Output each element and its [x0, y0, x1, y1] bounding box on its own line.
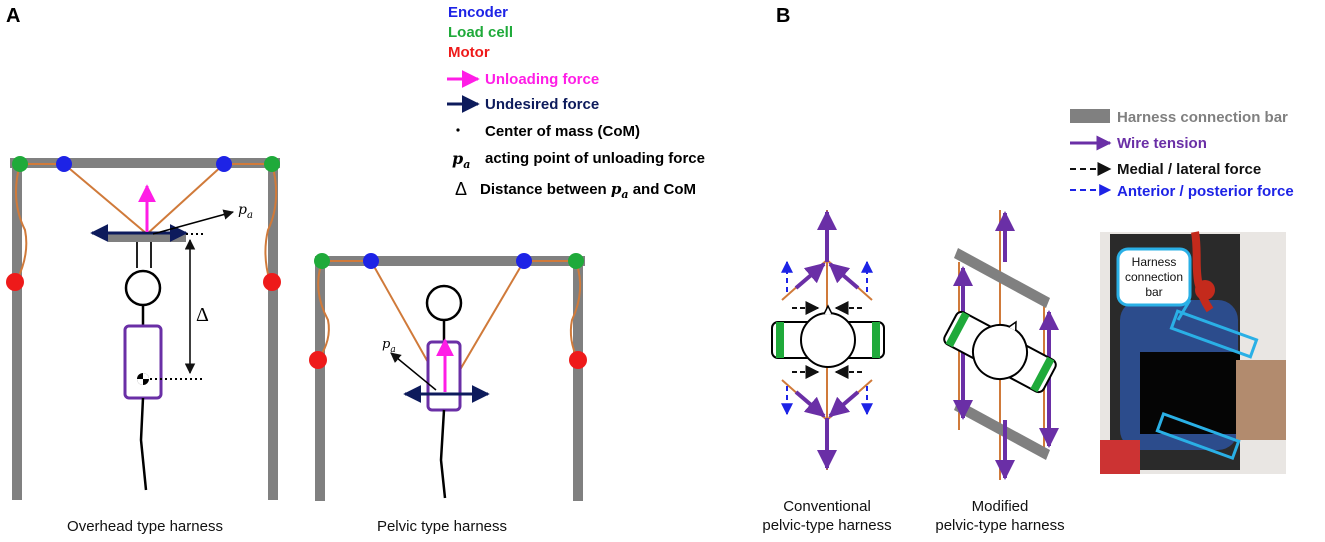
- photo-lower-bar-outline: [1155, 411, 1241, 461]
- overhead-load-cell-left: [12, 156, 28, 172]
- pelvic-pa-label: pa: [382, 337, 396, 355]
- pelvic-encoder-left: [363, 253, 379, 269]
- caption-overhead: Overhead type harness: [67, 518, 223, 535]
- caption-conventional-l2: pelvic-type harness: [762, 517, 891, 534]
- pelvic-left-post: [315, 258, 325, 501]
- overhead-person-head: [124, 269, 162, 307]
- pelvic-right-post: [573, 258, 583, 501]
- panel-a-label: A: [6, 5, 20, 27]
- pelvic-load-cell-left: [314, 253, 330, 269]
- overhead-top-bar: [10, 158, 280, 168]
- pelvic-motor-right: [569, 351, 587, 369]
- legend-acting-point: acting point of unloading force: [485, 150, 705, 167]
- pelvic-top-bar: [315, 256, 585, 266]
- caption-modified-l2: pelvic-type harness: [935, 517, 1064, 534]
- legend-harness-bar: Harness connection bar: [1117, 109, 1288, 126]
- overhead-right-rope: [264, 163, 278, 283]
- panel-b-label: B: [776, 5, 790, 27]
- photo-redacted-block: [1140, 352, 1240, 434]
- overhead-pa-label: pa: [238, 202, 253, 221]
- legend-wire-tension: Wire tension: [1117, 135, 1207, 152]
- legend-pa-symbol: pa: [452, 149, 470, 171]
- overhead-load-cell-right: [264, 156, 280, 172]
- overhead-encoder-left: [56, 156, 72, 172]
- overhead-pa-pointer: [152, 209, 235, 235]
- pelvic-encoder-right: [516, 253, 532, 269]
- legend-load-cell: Load cell: [448, 24, 513, 41]
- legend-delta-symbol: Δ: [455, 179, 467, 199]
- conventional-harness-diagram: [771, 210, 885, 470]
- overhead-rope-b: [146, 163, 225, 235]
- legend-anterior-posterior: Anterior / posterior force: [1117, 183, 1294, 200]
- legend-medial-lateral: Medial / lateral force: [1117, 161, 1261, 178]
- pelvic-load-cell-right: [568, 253, 584, 269]
- caption-conventional-l1: Conventional: [783, 498, 871, 515]
- overhead-motor-right: [263, 273, 281, 291]
- pelvic-pa-pointer: [390, 352, 437, 391]
- legend-com: Center of mass (CoM): [485, 123, 640, 140]
- overhead-right-post: [268, 160, 278, 500]
- photo-callout-l1: Harness: [1132, 255, 1177, 269]
- photo-callout-l3: bar: [1145, 285, 1162, 299]
- pelvic-motor-left: [309, 351, 327, 369]
- photo-callout-box: [1116, 247, 1192, 307]
- legend-bar-swatch: [1070, 109, 1110, 123]
- pelvic-person-head: [425, 284, 463, 322]
- modified-harness-diagram: [943, 210, 1059, 480]
- photo-callout-l2: connection: [1125, 270, 1183, 284]
- overhead-spreader-bar: [108, 234, 186, 242]
- overhead-harness-vest: [123, 324, 163, 400]
- legend-undesired-force: Undesired force: [485, 96, 599, 113]
- overhead-left-rope: [15, 163, 28, 283]
- legend-a: Encoder Load cell Motor Unloading force …: [447, 4, 705, 201]
- caption-modified-l1: Modified: [972, 498, 1029, 515]
- legend-encoder: Encoder: [448, 4, 508, 21]
- legend-b: Harness connection bar Wire tension Medi…: [1070, 109, 1294, 200]
- legend-unloading-force: Unloading force: [485, 71, 599, 88]
- overhead-delta-label: Δ: [196, 304, 209, 326]
- overhead-motor-left: [6, 273, 24, 291]
- legend-distance: Distance between pa and CoM: [480, 180, 696, 201]
- overhead-person-legs: [139, 397, 148, 491]
- pelvic-harness-diagram: [309, 253, 587, 501]
- harness-photo: [1100, 231, 1286, 474]
- overhead-encoder-right: [216, 156, 232, 172]
- legend-motor: Motor: [448, 44, 490, 61]
- overhead-rope-a: [63, 163, 148, 235]
- photo-upper-bar-outline: [1169, 309, 1259, 359]
- caption-pelvic: Pelvic type harness: [377, 518, 507, 535]
- overhead-left-post: [12, 160, 22, 500]
- legend-com-marker: [456, 128, 460, 132]
- overhead-harness-diagram: [6, 156, 281, 500]
